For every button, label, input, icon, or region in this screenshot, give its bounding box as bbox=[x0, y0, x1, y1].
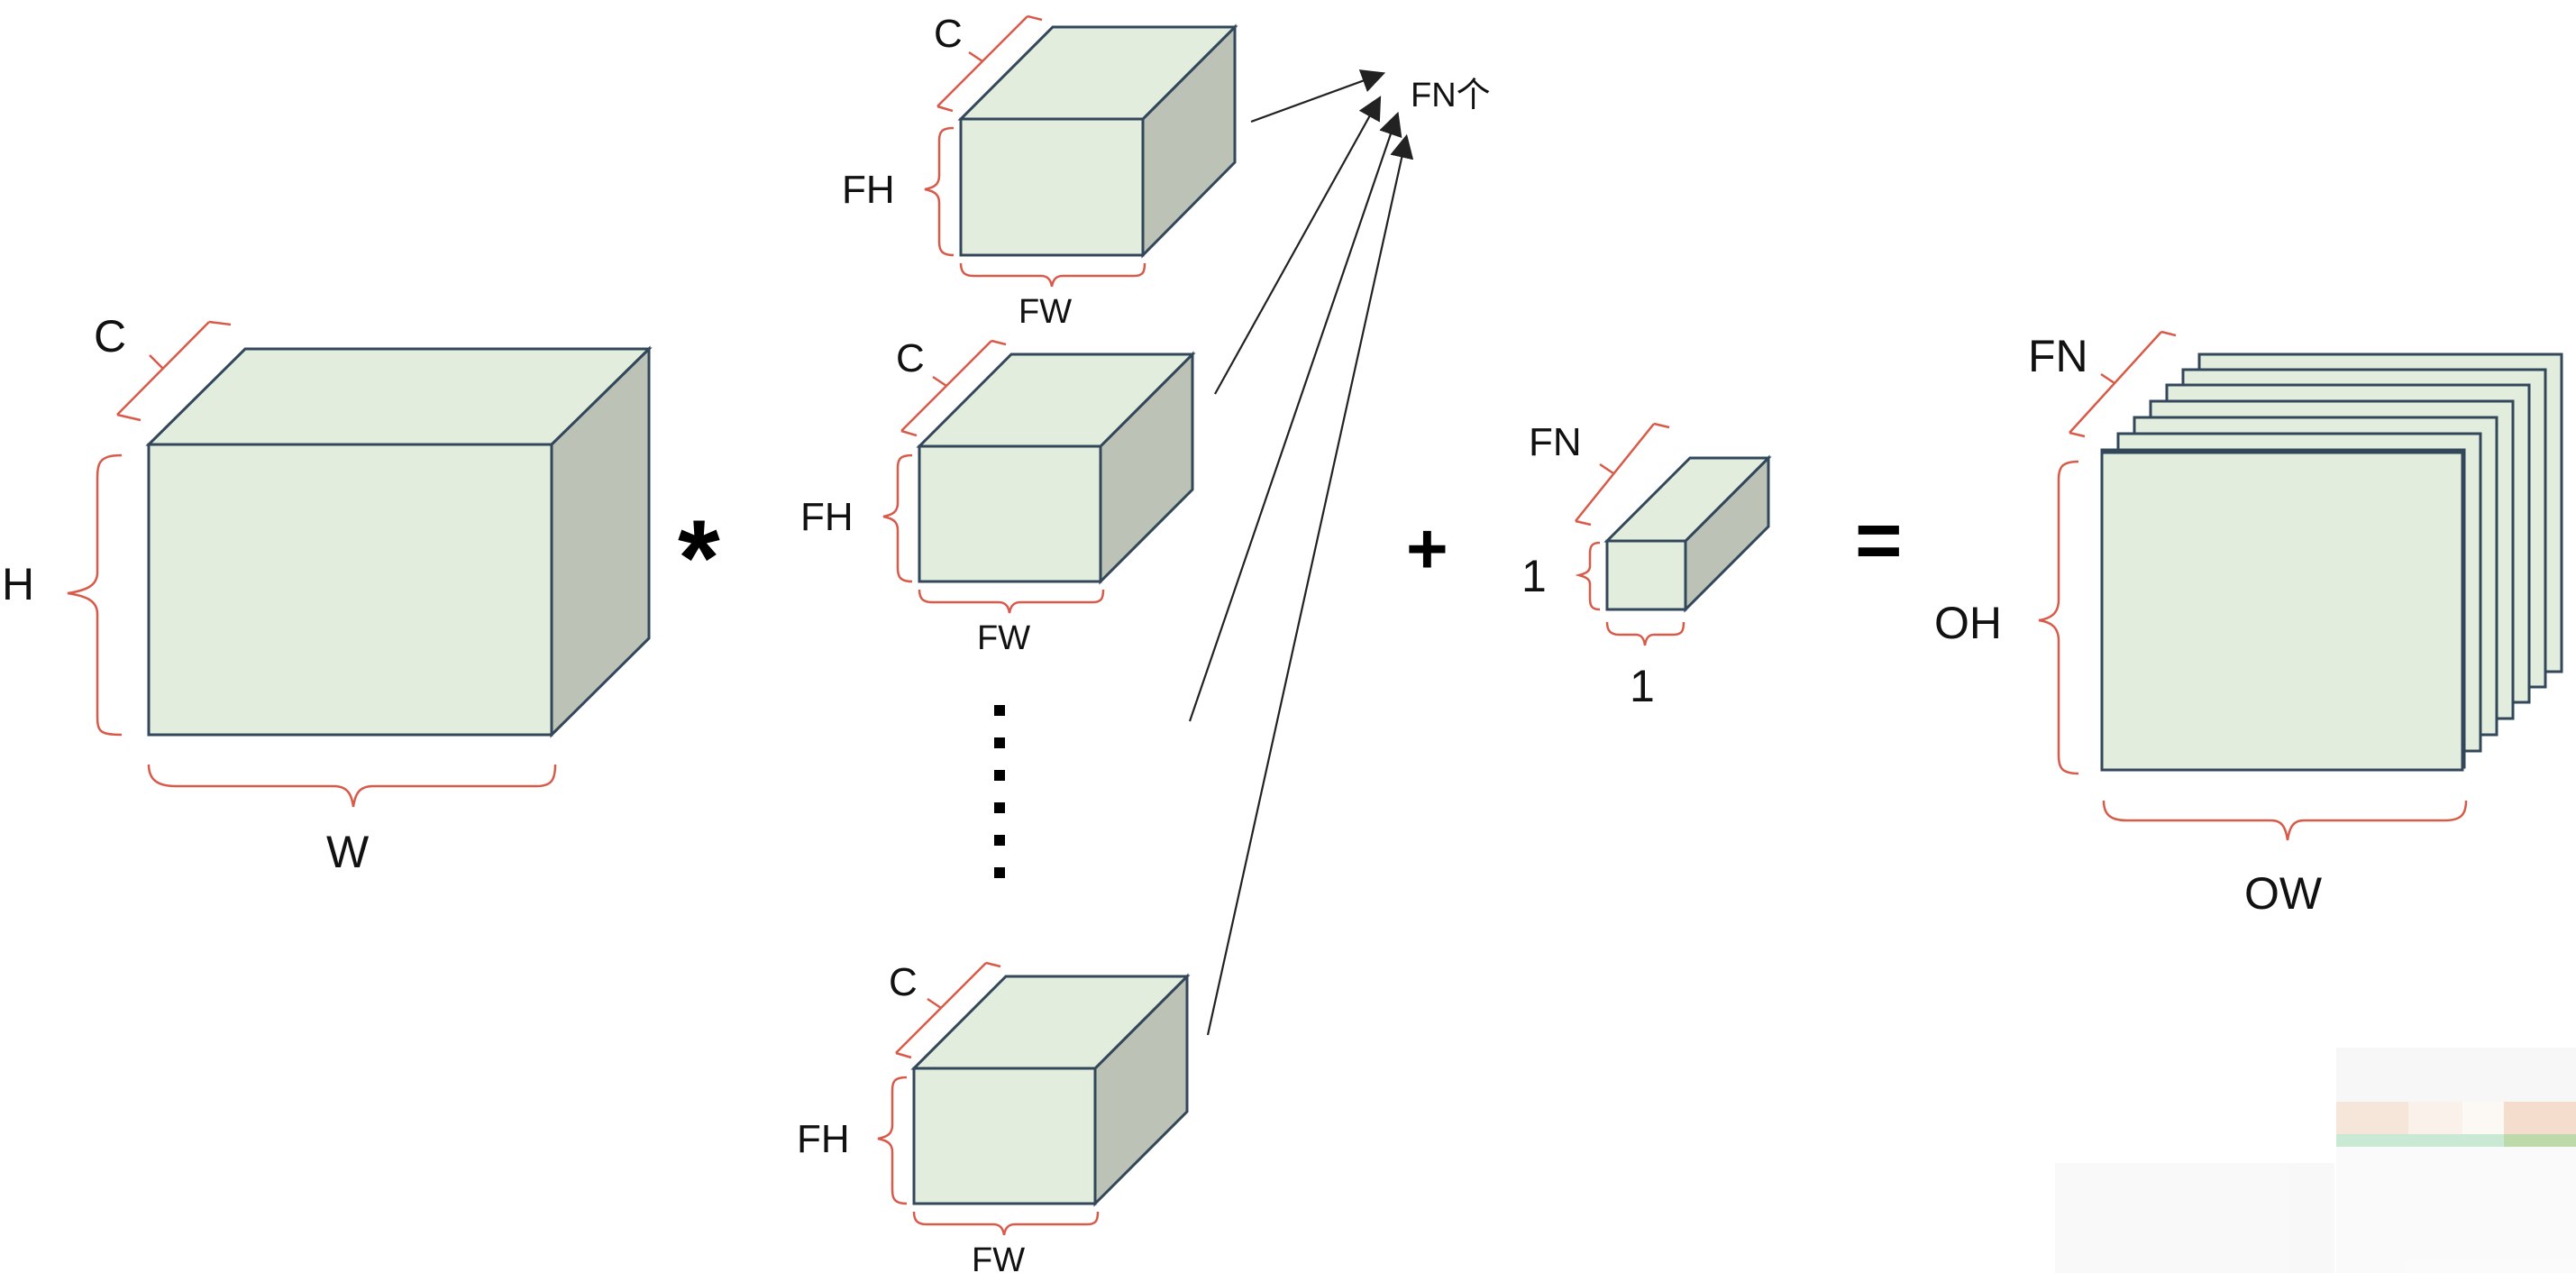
input-width-label: W bbox=[326, 827, 370, 877]
filter-2: C FH FW bbox=[800, 336, 1196, 657]
filter-count-label: FN个 bbox=[1411, 77, 1491, 114]
ellipsis-dot bbox=[994, 737, 1005, 748]
filter-1-front-face bbox=[959, 117, 1145, 257]
ellipsis-dot bbox=[994, 705, 1005, 716]
output-depth-label: FN bbox=[2028, 331, 2088, 381]
bias-front-face bbox=[1605, 539, 1687, 611]
filter-1-channels-label: C bbox=[934, 12, 963, 56]
arrow-from-ellipsis bbox=[1188, 111, 1402, 722]
arrow-from-filter-1 bbox=[1250, 69, 1386, 124]
output-ow-brace bbox=[2102, 800, 2468, 841]
filter-3-width-label: FW bbox=[972, 1241, 1025, 1273]
input-h-brace bbox=[67, 453, 123, 737]
ellipsis-dot bbox=[994, 802, 1005, 813]
ellipsis-dot bbox=[994, 867, 1005, 878]
arrow-from-filter-2 bbox=[1214, 96, 1382, 395]
filter-1-fw-brace bbox=[959, 262, 1146, 288]
filter-2-fh-brace bbox=[882, 453, 913, 583]
filter-3-height-label: FH bbox=[797, 1117, 850, 1161]
input-block: C H W bbox=[2, 311, 653, 877]
bias-depth-label: FN bbox=[1529, 420, 1582, 464]
input-height-label: H bbox=[2, 559, 34, 609]
bias-width-label: 1 bbox=[1630, 661, 1655, 711]
filter-1-fh-brace bbox=[924, 126, 955, 257]
output-block: FN OH OW bbox=[1934, 330, 2563, 919]
output-height-label: OH bbox=[1934, 598, 2002, 648]
filter-2-front-face bbox=[918, 444, 1102, 583]
bias-fn-brace bbox=[1575, 422, 1670, 527]
input-c-brace bbox=[116, 320, 232, 422]
filter-3-c-brace bbox=[895, 961, 1001, 1059]
input-channels-label: C bbox=[94, 311, 126, 362]
ellipsis-dot bbox=[994, 770, 1005, 781]
bias-height-label: 1 bbox=[1521, 551, 1547, 601]
filter-3-channels-label: C bbox=[889, 960, 918, 1004]
filter-3-fw-brace bbox=[912, 1211, 1100, 1236]
plus-operator: + bbox=[1406, 508, 1448, 589]
output-front-face bbox=[2100, 451, 2464, 772]
watermark bbox=[2055, 1048, 2576, 1273]
filter-2-fw-brace bbox=[918, 589, 1105, 614]
bias-width-brace bbox=[1605, 621, 1685, 646]
filter-3-fh-brace bbox=[877, 1076, 908, 1205]
output-width-label: OW bbox=[2244, 868, 2323, 919]
filter-3: C FH FW bbox=[797, 960, 1191, 1273]
input-w-brace bbox=[147, 764, 557, 808]
filter-1-width-label: FW bbox=[1019, 293, 1072, 331]
ellipsis-dot bbox=[994, 835, 1005, 846]
filter-2-channels-label: C bbox=[896, 336, 925, 380]
bias-block: FN 1 1 bbox=[1521, 420, 1772, 711]
input-front-face bbox=[147, 443, 553, 737]
filter-count-arrows bbox=[1188, 69, 1414, 1036]
filter-2-height-label: FH bbox=[800, 495, 854, 539]
filter-1-c-brace bbox=[936, 14, 1043, 113]
arrow-from-filter-3 bbox=[1206, 133, 1414, 1036]
filter-1-height-label: FH bbox=[842, 168, 895, 212]
filter-ellipsis bbox=[994, 705, 1005, 878]
convolution-operator: * bbox=[678, 498, 720, 618]
output-oh-brace bbox=[2038, 460, 2079, 775]
filter-3-front-face bbox=[912, 1067, 1097, 1205]
equals-operator: = bbox=[1855, 496, 1903, 586]
filter-2-c-brace bbox=[900, 339, 1007, 437]
filter-1: C FH FW bbox=[842, 12, 1238, 331]
filter-2-width-label: FW bbox=[977, 619, 1030, 657]
bias-height-brace bbox=[1575, 541, 1601, 611]
output-fn-brace bbox=[2069, 330, 2177, 438]
